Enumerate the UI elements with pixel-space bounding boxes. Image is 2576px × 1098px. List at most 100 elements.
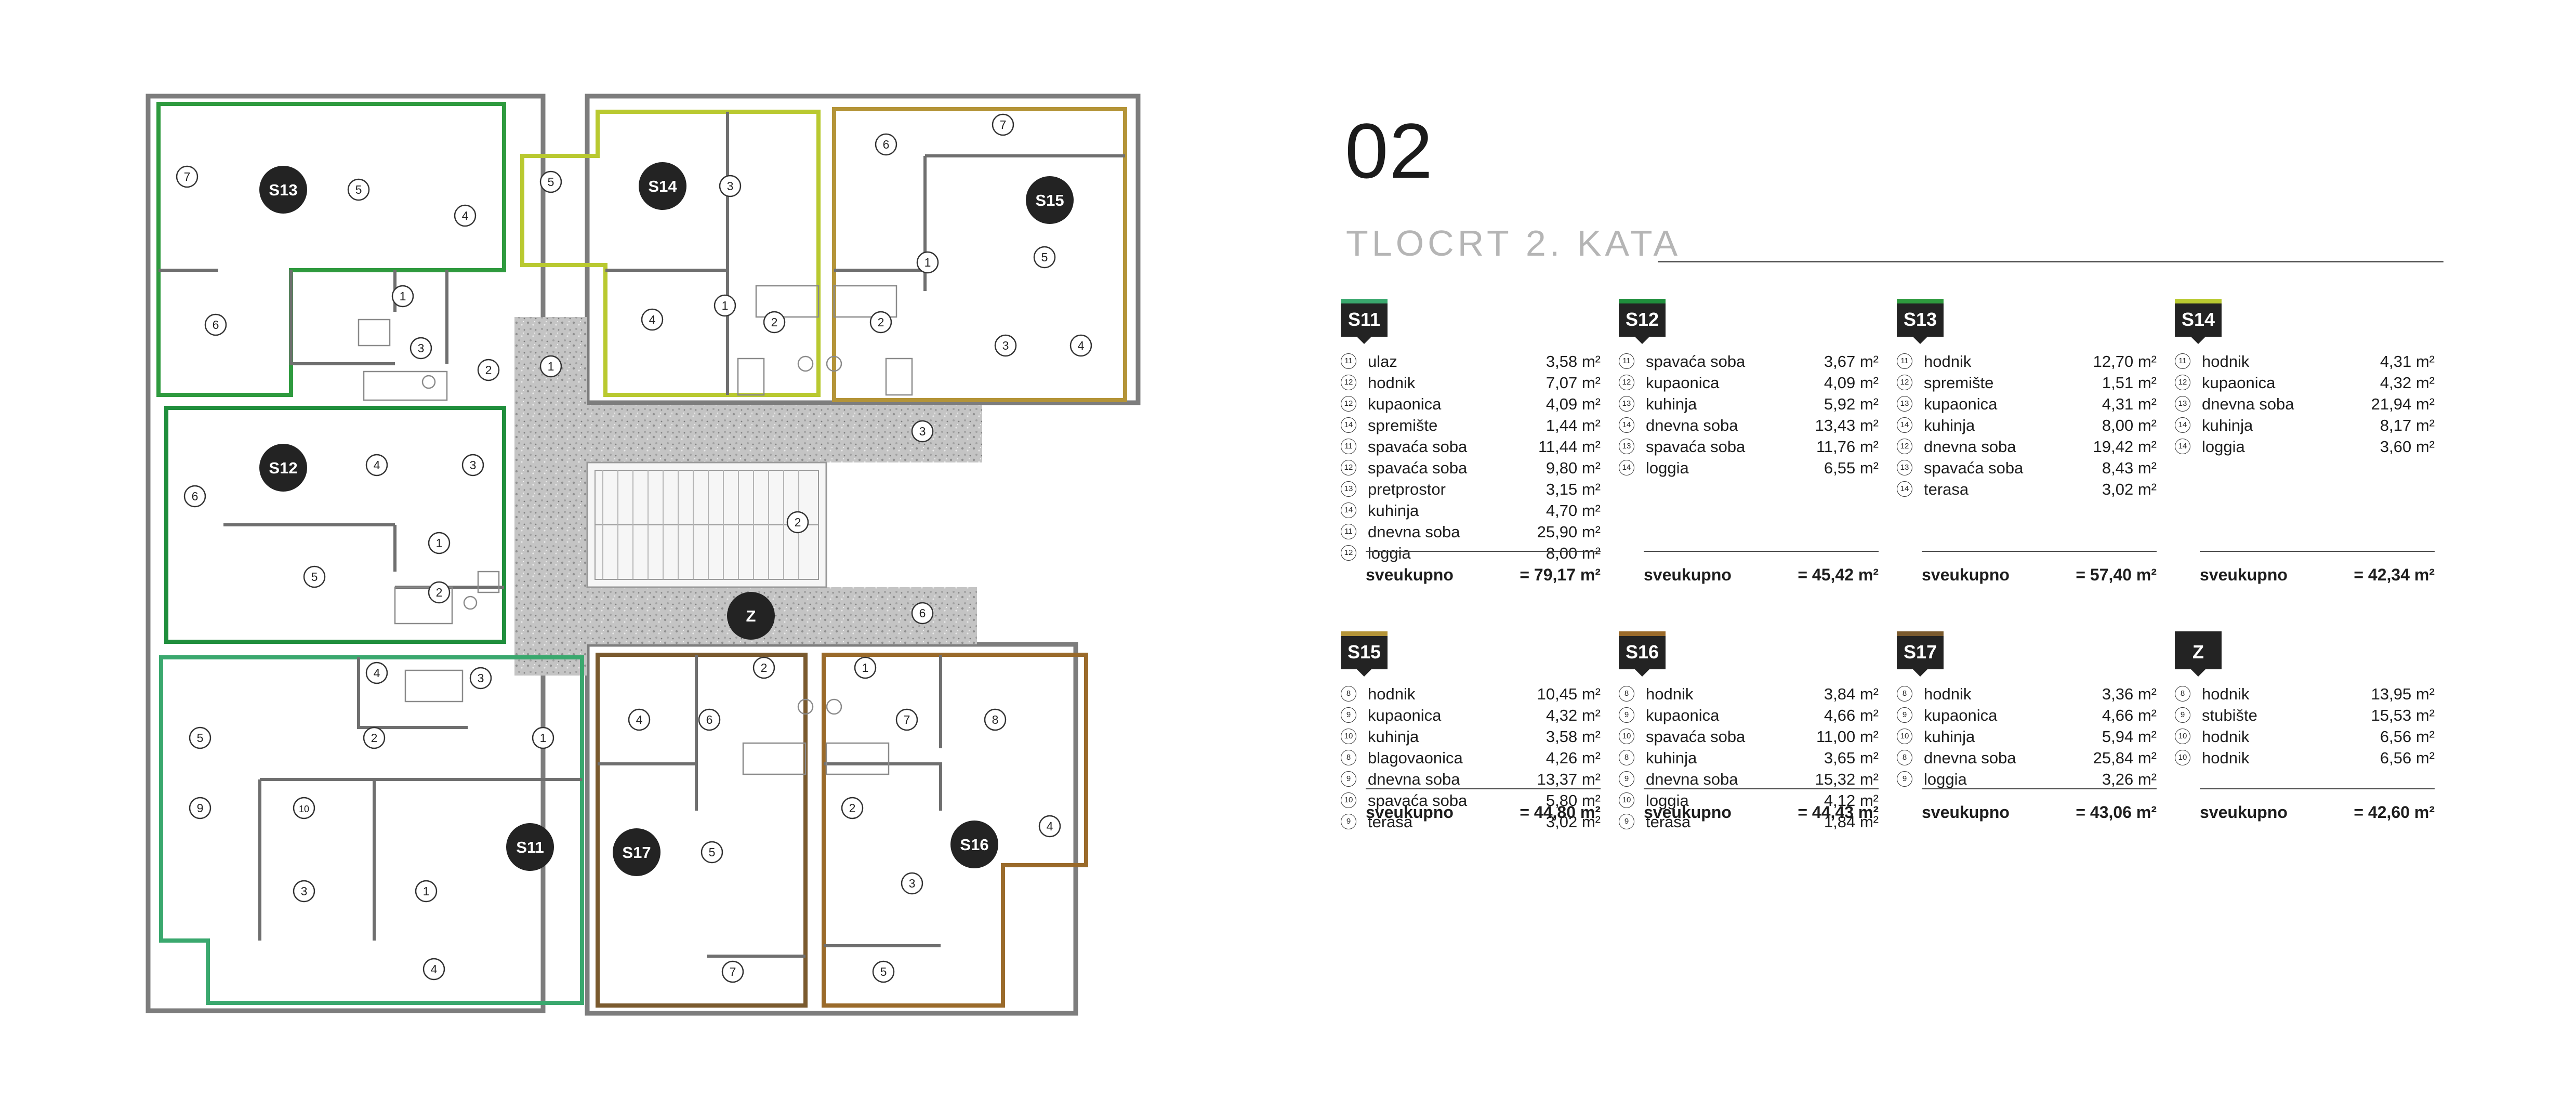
badge-circle — [727, 592, 775, 640]
room-number-circle — [872, 960, 895, 983]
room-number-label: 7 — [1000, 118, 1007, 131]
room-number-badge: 10 — [2175, 729, 2190, 744]
plan-room-number: 6 — [875, 133, 897, 156]
room-name: hodnik — [1368, 374, 1416, 392]
total-label: sveukupno — [1922, 565, 2010, 584]
room-number-label: 1 — [862, 661, 869, 674]
plan-room-number: 6 — [698, 708, 721, 731]
room-number-badge: 9 — [1341, 771, 1356, 787]
plan-room-number: 1 — [714, 294, 736, 317]
room-name: kuhinja — [1368, 727, 1419, 746]
room-number-circle — [875, 133, 897, 156]
plan-room-number: 9 — [189, 797, 212, 819]
room-name: hodnik — [1368, 685, 1416, 703]
room-number-circle — [719, 175, 742, 197]
room-number-circle — [901, 872, 923, 895]
room-number-circle — [641, 308, 664, 331]
room-area: 12,70 m² — [2093, 352, 2157, 371]
room-number-badge: 11 — [1897, 353, 1912, 369]
room-number-badge: 14 — [2175, 417, 2190, 433]
plan-room-number: 5 — [701, 841, 723, 864]
room-number-badge: 8 — [1897, 686, 1912, 702]
badge-circle — [639, 162, 686, 210]
room-name: hodnik — [2202, 749, 2250, 767]
room-area: 3,15 m² — [1545, 480, 1601, 498]
room-area: 4,26 m² — [1545, 749, 1601, 767]
room-number-circle — [911, 420, 934, 443]
total-value: = 42,60 m² — [2354, 803, 2435, 822]
room-name: loggia — [2202, 438, 2245, 456]
title-divider — [1658, 261, 2443, 262]
plan-room-number: 3 — [469, 667, 492, 690]
badge-label: S14 — [648, 177, 677, 195]
room-area: 13,95 m² — [2371, 685, 2435, 703]
room-number-badge: 10 — [2175, 750, 2190, 765]
room-name: pretprostor — [1368, 480, 1446, 498]
plan-room-number: 3 — [901, 872, 923, 895]
room-number-circle — [532, 726, 554, 749]
room-number-circle — [365, 662, 388, 684]
room-area: 4,12 m² — [1824, 791, 1879, 810]
room-number-badge: 9 — [1897, 707, 1912, 723]
plan-room-number: 4 — [1069, 334, 1092, 357]
badge-circle — [1026, 176, 1074, 224]
room-number-label: 1 — [540, 731, 547, 745]
room-area: 4,32 m² — [1545, 706, 1601, 724]
room-area: 3,58 m² — [1545, 727, 1601, 746]
unit-card-badge: Z — [2175, 631, 2222, 677]
room-number-circle — [854, 656, 877, 679]
room-name: kuhinja — [1924, 727, 1975, 746]
total-value: = 79,17 m² — [1520, 565, 1601, 584]
badge-circle — [259, 444, 307, 492]
room-number-badge: 11 — [1619, 353, 1634, 369]
plan-room-number: 7 — [721, 960, 744, 983]
plan-room-number: 4 — [1038, 815, 1061, 838]
total-divider — [1644, 788, 1879, 789]
total-divider — [1366, 551, 1601, 552]
plan-room-number: 7 — [895, 708, 918, 731]
room-number-circle — [461, 454, 484, 477]
room-area: 13,43 m² — [1815, 416, 1879, 434]
plan-room-number: 4 — [628, 708, 651, 731]
room-number-circle — [347, 178, 370, 201]
room-number-label: 1 — [400, 289, 406, 303]
badge-circle — [506, 823, 554, 871]
room-number-badge: 13 — [1341, 481, 1356, 497]
room-area: 3,26 m² — [2102, 770, 2157, 788]
room-number-circle — [477, 359, 500, 381]
room-number-badge: 11 — [2175, 353, 2190, 369]
total-divider — [2200, 788, 2435, 789]
room-number-label: 2 — [795, 515, 801, 529]
room-area: 3,65 m² — [1824, 749, 1879, 767]
room-name: spremište — [1924, 374, 1994, 392]
plan-room-number: 4 — [365, 454, 388, 477]
room-number-badge: 12 — [1341, 396, 1356, 412]
plan-room-number: 1 — [854, 656, 877, 679]
unit-card-badge: S15 — [1341, 631, 1388, 677]
plan-room-number: 7 — [992, 113, 1014, 136]
room-name: kupaonica — [1368, 395, 1442, 413]
room-number-badge: 11 — [1341, 353, 1356, 369]
room-number-badge: 12 — [1897, 375, 1912, 390]
room-number-label: 4 — [431, 962, 438, 976]
room-number-circle — [415, 880, 438, 903]
room-number-badge: 8 — [1897, 750, 1912, 765]
room-number-circle — [428, 532, 451, 554]
room-area: 15,32 m² — [1815, 770, 1879, 788]
room-area: 6,56 m² — [2380, 727, 2435, 746]
